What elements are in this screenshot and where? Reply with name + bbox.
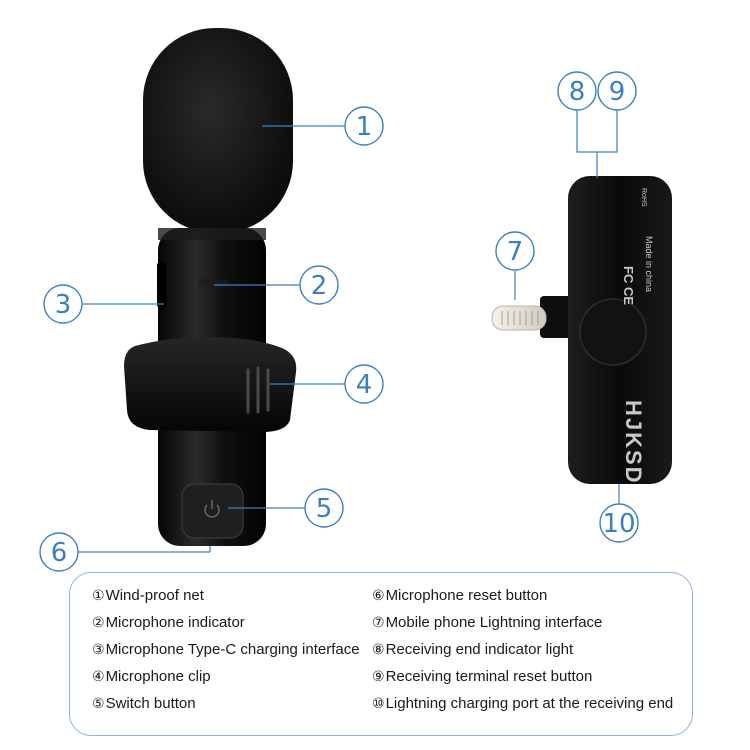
receiver-brand: HJKSD <box>621 400 646 485</box>
callout-9: 9 <box>597 71 637 111</box>
wind-proof-net <box>143 28 293 233</box>
svg-text:1: 1 <box>356 112 373 142</box>
svg-text:10: 10 <box>602 509 635 539</box>
svg-text:4: 4 <box>356 370 373 400</box>
callout-10: 10 <box>599 503 639 543</box>
power-icon <box>204 500 220 518</box>
leader-lines <box>78 109 620 553</box>
callout-3: 3 <box>43 284 83 324</box>
svg-text:6: 6 <box>51 538 68 568</box>
receiver-certification: FC CE <box>621 266 636 305</box>
callout-8: 8 <box>557 71 597 111</box>
callout-2: 2 <box>299 265 339 305</box>
svg-text:2: 2 <box>311 271 328 301</box>
switch-button[interactable] <box>181 483 244 539</box>
microphone <box>124 28 297 546</box>
receiver-rohs: RoHS <box>640 188 647 207</box>
callout-6: 6 <box>39 532 79 572</box>
receiver-made-in: Made in china <box>644 236 654 292</box>
svg-text:9: 9 <box>609 77 626 107</box>
svg-text:5: 5 <box>316 494 333 524</box>
microphone-indicator <box>198 279 228 287</box>
callout-5: 5 <box>304 488 344 528</box>
type-c-port <box>157 262 166 308</box>
callout-4: 4 <box>344 364 384 404</box>
svg-text:8: 8 <box>569 77 586 107</box>
svg-text:7: 7 <box>507 237 524 267</box>
microphone-clip <box>124 337 297 432</box>
callout-1: 1 <box>344 106 384 146</box>
clip-grip-lines <box>246 366 270 414</box>
receiver-reset-button[interactable] <box>579 298 647 366</box>
receiver: Made in china RoHS FC CE HJKSD <box>491 176 672 485</box>
callout-7: 7 <box>495 231 535 271</box>
svg-text:3: 3 <box>55 290 72 320</box>
